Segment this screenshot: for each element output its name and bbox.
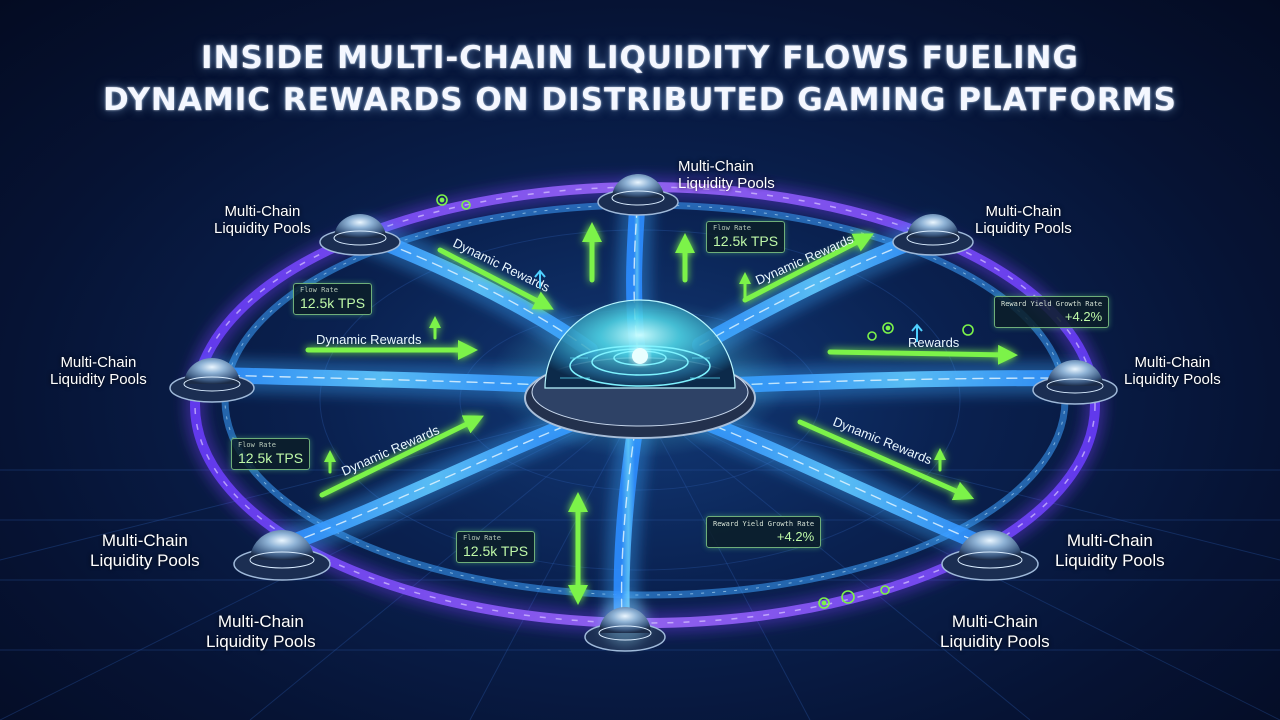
tps-stat-box: Flow Rate 12.5k TPS xyxy=(456,531,536,563)
pool-node-lower-left xyxy=(233,530,331,581)
pool-node-left xyxy=(169,358,255,403)
arrow-from-hub-upper-right xyxy=(742,233,874,303)
tps-stat-box: Flow Rate 12.5k TPS xyxy=(293,283,373,315)
pool-node-upper-right xyxy=(892,214,974,256)
yield-stat-box: Reward Yield Growth Rate +4.2% xyxy=(994,296,1110,328)
pool-node-right xyxy=(1032,360,1118,405)
title-line-1: INSIDE MULTI-CHAIN LIQUIDITY FLOWS FUELI… xyxy=(201,40,1079,76)
central-liquidity-hub xyxy=(490,298,790,458)
up-arrow-icon xyxy=(911,323,923,342)
pool-node-bottom xyxy=(584,597,666,652)
arrow-label-rewards: Rewards xyxy=(908,335,960,350)
yield-stat-box: Reward Yield Growth Rate +4.2% xyxy=(706,516,822,548)
coin-icon xyxy=(882,322,894,334)
pool-node-upper-left xyxy=(319,214,401,256)
up-arrow-icon xyxy=(534,269,546,288)
arrow-from-hub-lower-right xyxy=(797,419,975,501)
pool-nodes xyxy=(169,174,1118,652)
tps-stat-box: Flow Rate 12.5k TPS xyxy=(231,438,311,470)
title-line-2: DYNAMIC REWARDS ON DISTRIBUTED GAMING PL… xyxy=(102,82,1177,118)
coin-icon xyxy=(962,324,974,336)
coin-icon xyxy=(818,597,830,609)
coin-icon xyxy=(867,331,877,341)
arrow-label-dynamic-rewards-2: Dynamic Rewards xyxy=(316,332,422,347)
arrow-to-hub-upper-left xyxy=(437,247,554,310)
pool-node-top xyxy=(597,174,679,216)
arrow-from-hub-right xyxy=(827,344,1018,365)
token-icons xyxy=(436,194,974,609)
reward-arrows xyxy=(305,222,1018,605)
up-arrow-icons xyxy=(534,269,923,342)
coin-icon xyxy=(461,200,471,210)
pool-node-lower-right xyxy=(941,530,1039,581)
tps-stat-box: Flow Rate 12.5k TPS xyxy=(706,221,786,253)
coin-icon xyxy=(436,194,448,206)
arrow-from-hub-lower-left xyxy=(319,415,484,498)
coin-icon xyxy=(841,590,855,604)
coin-icon xyxy=(880,585,890,595)
